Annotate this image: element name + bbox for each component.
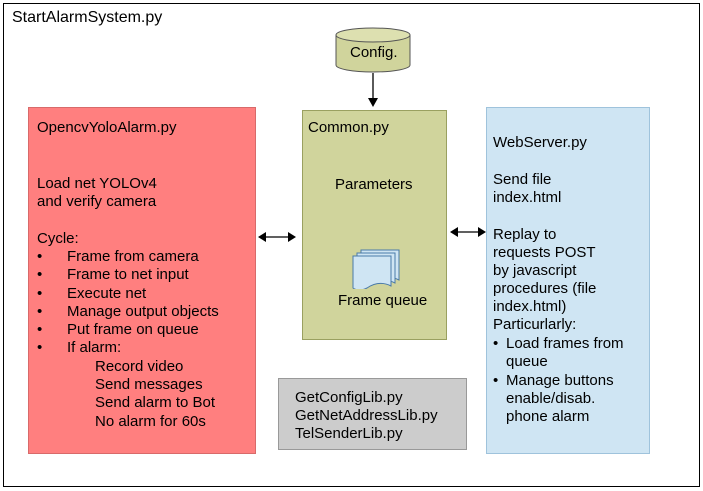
webserver-send-line: index.html (493, 189, 562, 206)
list-subitem: No alarm for 60s (95, 412, 206, 430)
bullet-line: enable/disab. (506, 389, 596, 407)
list-subitem: Send messages (95, 376, 203, 394)
webserver-replay-line: Particurlarly: (493, 316, 577, 333)
opencv-load-line1: Load net YOLOv4 (37, 175, 157, 192)
webserver-replay-line: Replay to (493, 226, 557, 243)
bullet-line: queue (506, 353, 548, 371)
list-item: Frame to net input (37, 266, 219, 285)
config-cylinder (335, 27, 411, 73)
bullet-line: Load frames from (506, 335, 624, 352)
common-box: Common.py Parameters Frame queue (302, 110, 447, 340)
webserver-heading: WebServer.py (493, 134, 587, 151)
webserver-replay-line: by javascript (493, 262, 577, 279)
list-subitem: Record video (95, 357, 184, 375)
common-webserver-arrow (450, 227, 486, 237)
stacked-pages-icon (352, 249, 400, 289)
opencv-common-arrow (258, 232, 296, 242)
lib-item: TelSenderLib.py (295, 425, 403, 442)
common-parameters: Parameters (335, 176, 413, 193)
opencv-load-line2: and verify camera (37, 193, 157, 210)
list-item: Put frame on queue (37, 321, 219, 340)
webserver-replay-line: procedures (file (493, 280, 597, 297)
bullet-line: phone alarm (506, 408, 590, 426)
config-to-common-arrow (368, 73, 378, 107)
webserver-box: WebServer.py Send file index.html Replay… (486, 107, 650, 454)
list-item: Manage output objects (37, 303, 219, 322)
webserver-replay-line: index.html) (493, 298, 567, 315)
opencv-cycle-label: Cycle: (37, 230, 79, 247)
opencv-heading: OpencvYoloAlarm.py (37, 119, 177, 136)
outer-frame (3, 3, 700, 487)
webserver-replay-line: requests POST (493, 244, 596, 261)
lib-item: GetConfigLib.py (295, 389, 403, 406)
config-label: Config. (350, 44, 398, 61)
webserver-send-line: Send file (493, 171, 552, 188)
opencv-cycle-list: Frame from camera Frame to net input Exe… (37, 248, 219, 431)
lib-item: GetNetAddressLib.py (295, 407, 438, 424)
list-subitem: Send alarm to Bot (95, 394, 216, 412)
common-frame-queue: Frame queue (338, 292, 428, 309)
libs-box: GetConfigLib.py GetNetAddressLib.py TelS… (278, 378, 467, 450)
diagram-title: StartAlarmSystem.py (12, 9, 163, 26)
common-heading: Common.py (308, 119, 389, 136)
list-item: Frame from camera (37, 248, 219, 267)
list-item: If alarm: (37, 339, 219, 358)
opencv-yolo-alarm-box: OpencvYoloAlarm.py Load net YOLOv4 and v… (28, 107, 256, 454)
list-item: Execute net (37, 285, 219, 304)
bullet-line: Manage buttons (506, 371, 614, 389)
